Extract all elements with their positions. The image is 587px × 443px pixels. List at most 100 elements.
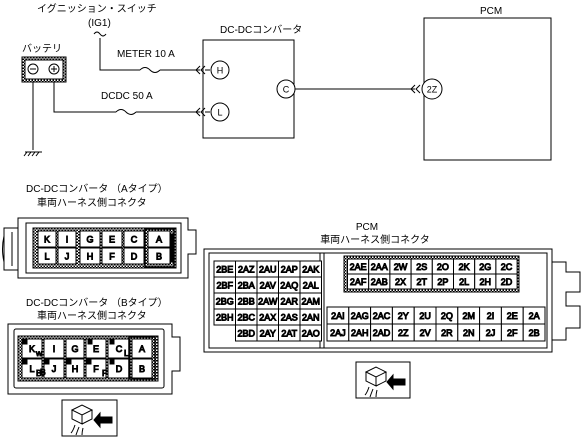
pcm-pin-2an-label: 2AN	[302, 312, 320, 322]
connector-b-pin-b	[131, 358, 153, 379]
connector-a-pin-a-label: A	[156, 234, 162, 244]
pcm-pin-2o-label: 2O	[437, 262, 449, 272]
pcm-pin-2e-label: 2E	[507, 311, 518, 321]
pcm-pin-2d	[495, 273, 518, 290]
pcm-connector-shell	[203, 248, 553, 353]
pcm-pin-2aa-label: 2AA	[371, 262, 388, 272]
pcm-pin-2f-label: 2F	[507, 328, 518, 338]
connector-b-pin-g-label: G	[71, 344, 78, 354]
pcm-pin-2ar-label: 2AR	[280, 296, 298, 306]
connector-a-subtitle: 車両ハーネス側コネクタ	[37, 196, 147, 209]
pcm-pin-2at-label: 2AT	[281, 328, 297, 338]
connector-b-view-icon-box	[61, 399, 118, 437]
connector-mark-l	[195, 107, 206, 117]
pcm-pin-2ak-label: 2AK	[302, 264, 319, 274]
pcm-pin-2b-label: 2B	[529, 328, 540, 338]
connector-a-title: DC-DCコンバータ （Aタイプ）	[26, 183, 168, 195]
pcm-pin-2az-label: 2AZ	[238, 264, 255, 274]
connector-a-pin-g	[79, 230, 101, 248]
pcm-pin-2d-label: 2D	[501, 277, 513, 287]
pcm-pin-2j-label: 2J	[486, 328, 496, 338]
connector-b-pin-h-label: H	[72, 364, 79, 374]
meter-fuse-label: METER 10 A	[117, 49, 175, 60]
connector-a-pin-d-label: D	[131, 251, 138, 261]
connector-a-pin-j	[57, 247, 77, 265]
pcm-pin-2bd-label: 2BD	[237, 328, 255, 338]
connector-b-title: DC-DCコンバータ （Bタイプ）	[26, 297, 168, 309]
circuit-section: イグニッション・スイッチ (IG1) METER 10 A バッテリ DCDC …	[21, 2, 552, 161]
battery-plus-terminal	[48, 63, 60, 75]
connector-mark-2z	[410, 84, 421, 94]
connector-a-pin-j-label: J	[65, 251, 70, 261]
connector-a-pin-h-label: H	[87, 251, 94, 261]
pcm-pin-2m-label: 2M	[462, 311, 475, 321]
connector-b-pin-c-label: C	[116, 344, 123, 354]
converter-label: DC-DCコンバータ	[220, 24, 302, 36]
ground-icon	[23, 151, 42, 157]
pcm-pin-2ba-label: 2BA	[238, 280, 255, 290]
pcm-pin-2be-label: 2BE	[216, 264, 233, 274]
pcm-pin-2ai-label: 2AI	[331, 311, 345, 321]
connector-a-pin-k-label: K	[44, 234, 50, 244]
pcm-pin-2w-label: 2W	[394, 262, 408, 272]
pcm-view-direction-icon	[364, 366, 406, 398]
ignition-wire-break	[93, 31, 107, 37]
view-direction-icon	[70, 404, 113, 436]
pcm-pin-2ac-label: 2AC	[373, 311, 391, 321]
pcm-pin-2z	[421, 78, 443, 100]
connector-b-marker-2: F	[102, 368, 107, 378]
connector-a-pin-g-label: G	[86, 234, 93, 244]
pcm-pin-2bb-label: 2BB	[238, 296, 255, 306]
ignition-wire	[99, 38, 140, 71]
connector-a-pin-h	[79, 247, 101, 265]
pcm-pin-2t-label: 2T	[416, 277, 427, 287]
pcm-pin-2af-label: 2AF	[350, 277, 367, 287]
connector-b-pin-a-label: A	[139, 344, 145, 354]
pcm-connector-view-icon-box	[355, 361, 411, 399]
pcm-pin-2bg-label: 2BG	[216, 296, 234, 306]
pcm-pin-2n-label: 2N	[463, 328, 475, 338]
connector-b-subtitle: 車両ハーネス側コネクタ	[37, 309, 147, 322]
connector-b-pin-i	[43, 338, 65, 359]
pcm-pin-2ab-label: 2AB	[371, 277, 388, 287]
connector-mark-h	[195, 65, 206, 75]
connector-a-pin-i	[57, 230, 77, 248]
connector-b-pin-e-label: E	[93, 344, 99, 354]
connector-a-pin-e-label: E	[109, 234, 115, 244]
pcm-pin-2r-label: 2R	[441, 328, 453, 338]
connector-a-pin-b-label: B	[156, 251, 162, 261]
connector-b-pin-b-label: B	[139, 364, 145, 374]
connector-a-pin-i-label: I	[66, 234, 69, 244]
ignition-switch-sub-label: (IG1)	[88, 18, 111, 29]
battery-wire	[53, 82, 116, 113]
converter-pin-l-label: L	[217, 108, 222, 118]
pcm-connector-side-latch	[552, 261, 581, 341]
pcm-pin-2b	[522, 323, 546, 342]
dcdc-fuse-symbol	[115, 109, 137, 115]
pcm-pin-2a-label: 2A	[529, 311, 540, 321]
pcm-pin-2ad-label: 2AD	[373, 328, 391, 338]
pcm-pin-2ag-label: 2AG	[351, 311, 369, 321]
pcm-box	[423, 17, 552, 161]
pcm-pin-2v-label: 2V	[420, 328, 431, 338]
pcm-pin-2i-label: 2I	[487, 311, 495, 321]
converter-pin-l	[210, 102, 230, 122]
pcm-pin-2aq-label: 2AQ	[280, 280, 298, 290]
connector-a-shell	[17, 217, 197, 279]
connector-b-pin-j-label: J	[52, 364, 57, 374]
pcm-pin-2au-label: 2AU	[259, 264, 277, 274]
connector-b-shell	[7, 323, 181, 395]
connector-b-pin-g	[65, 338, 85, 359]
pcm-pin-2p-label: 2P	[437, 277, 448, 287]
pcm-pin-2z-label: 2Z	[398, 328, 409, 338]
pcm-pin-2l-label: 2L	[459, 277, 469, 287]
connector-a-lock-tab	[2, 227, 18, 271]
pcm-pin-2z-label: 2Z	[427, 85, 438, 95]
connector-b-pin-k-label: K	[29, 344, 35, 354]
pcm-pin-2ax-label: 2AX	[259, 312, 276, 322]
pcm-pin-2ae-label: 2AE	[350, 262, 367, 272]
pcm-pin-2aw-label: 2AW	[258, 296, 278, 306]
pcm-label: PCM	[480, 6, 502, 17]
connector-b-marker-4: B	[36, 368, 42, 378]
